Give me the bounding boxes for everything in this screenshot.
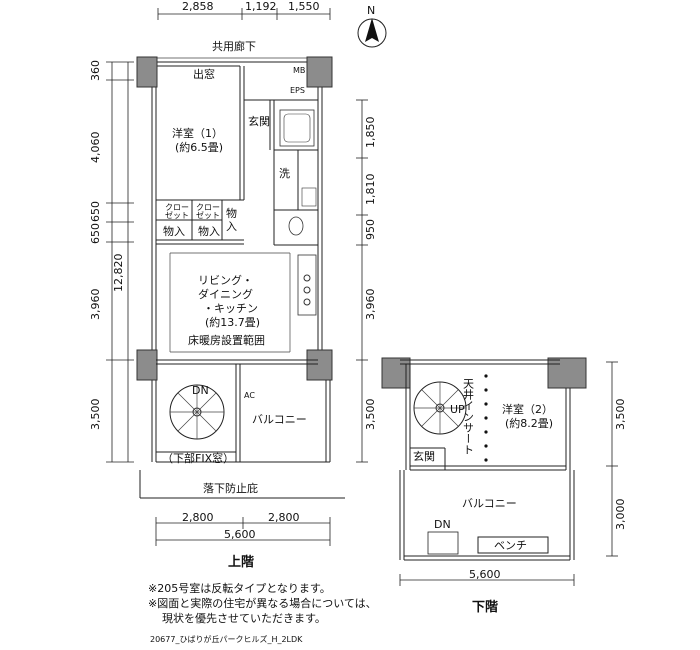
bench-label: ベンチ [494, 539, 527, 552]
footer-code: 20677_ひばりが丘パークヒルズ_H_2LDK [150, 634, 303, 644]
storage-3-label: 物 [226, 206, 237, 220]
storage-2-label: 物入 [198, 224, 220, 238]
upper-top-dimensions: 2,858 1,192 1,550 [157, 0, 331, 20]
upper-dn-label: DN [192, 384, 209, 397]
compass-label: N [367, 4, 375, 17]
upper-floor-walls [136, 56, 345, 499]
lower-floor-title: 下階 [472, 599, 498, 615]
lower-floor-walls [381, 357, 587, 561]
ceiling-insert-dots [484, 374, 488, 462]
ldk-label-3: ・キッチン [203, 302, 258, 315]
bedroom-1-size: (約6.5畳) [175, 140, 223, 154]
bathroom-fixtures [279, 109, 317, 236]
closet-1-label: クロー [165, 203, 189, 212]
top-dim-1: 2,858 [182, 0, 214, 13]
closet-1-label-b: ゼット [165, 210, 189, 220]
closet-2-label: クロー [196, 203, 220, 212]
lower-right-dimensions: 3,500 3,000 [606, 361, 627, 557]
right-dim-3: 950 [364, 219, 377, 240]
lower-dn-label: DN [434, 518, 451, 531]
kitchen-counter [297, 254, 317, 316]
mb-label: MB [293, 66, 305, 75]
bottom-total-dim: 5,600 [224, 528, 256, 541]
left-dim-4: 650 [89, 223, 102, 244]
washroom-label: 洗 [279, 167, 290, 180]
note-line-1: ※205号室は反転タイプとなります。 [148, 581, 331, 595]
spiral-staircase-upper [169, 384, 225, 440]
ceiling-insert-label: 天井インサート [462, 378, 475, 455]
lower-right-dim-1: 3,500 [614, 399, 627, 431]
floor-heating-label: 床暖房設置範囲 [188, 333, 265, 347]
left-dim-2: 4,060 [89, 132, 102, 164]
right-dim-4: 3,960 [364, 289, 377, 321]
lower-balcony-label: バルコニー [462, 497, 517, 510]
right-dim-5: 3,500 [364, 399, 377, 431]
left-total-dim: 12,820 [112, 254, 125, 293]
bottom-dim-1: 2,800 [182, 511, 214, 524]
note-line-2: ※図面と実際の住宅が異なる場合については、 [148, 596, 377, 610]
bedroom-2-size: (約8.2畳) [505, 416, 553, 430]
fix-window-label: （下部FIX窓） [162, 451, 234, 465]
lower-bottom-total-dim: 5,600 [469, 568, 501, 581]
right-dim-2: 1,810 [364, 174, 377, 206]
ldk-size: (約13.7畳) [205, 315, 260, 329]
bedroom-2-label: 洋室（2） [502, 402, 553, 416]
closet-2-label-b: ゼット [196, 210, 220, 220]
spiral-staircase-lower [413, 381, 467, 435]
storage-3-label-b: 入 [226, 220, 237, 233]
fall-guard-label: 落下防止庇 [203, 481, 258, 495]
storage-1-label: 物入 [163, 224, 185, 238]
top-dim-2: 1,192 [245, 0, 277, 13]
top-dim-3: 1,550 [288, 0, 320, 13]
eps-label: EPS [290, 86, 305, 95]
lower-up-label: UP [450, 403, 465, 416]
note-line-3: 現状を優先させていただきます。 [162, 611, 326, 625]
left-dim-6: 3,500 [89, 399, 102, 431]
ldk-label-1: リビング・ [198, 273, 253, 287]
lower-bottom-dimensions: 5,600 [399, 568, 575, 586]
left-dim-3: 650 [89, 201, 102, 222]
bay-window-label: 出窓 [193, 67, 215, 81]
north-compass: N [357, 4, 387, 48]
upper-left-dimensions: 360 4,060 650 650 3,960 3,500 12,820 [89, 60, 134, 463]
upper-floor-title: 上階 [228, 554, 254, 570]
bedroom-1-label: 洋室（1） [172, 126, 223, 140]
upper-balcony-label: バルコニー [252, 413, 307, 426]
right-dim-1: 1,850 [364, 117, 377, 149]
lower-entrance-label: 玄関 [413, 449, 435, 463]
lower-right-dim-2: 3,000 [614, 499, 627, 531]
upper-bottom-dimensions: 2,800 2,800 5,600 [155, 511, 331, 546]
bottom-dim-2: 2,800 [268, 511, 300, 524]
entrance-label: 玄関 [248, 114, 270, 128]
corridor-label: 共用廊下 [212, 39, 256, 53]
upper-right-dimensions: 1,850 1,810 950 3,960 3,500 [356, 99, 377, 463]
ldk-label-2: ダイニング [198, 287, 253, 301]
left-dim-5: 3,960 [89, 289, 102, 321]
left-dim-1: 360 [89, 60, 102, 81]
ac-label: AC [244, 391, 255, 400]
